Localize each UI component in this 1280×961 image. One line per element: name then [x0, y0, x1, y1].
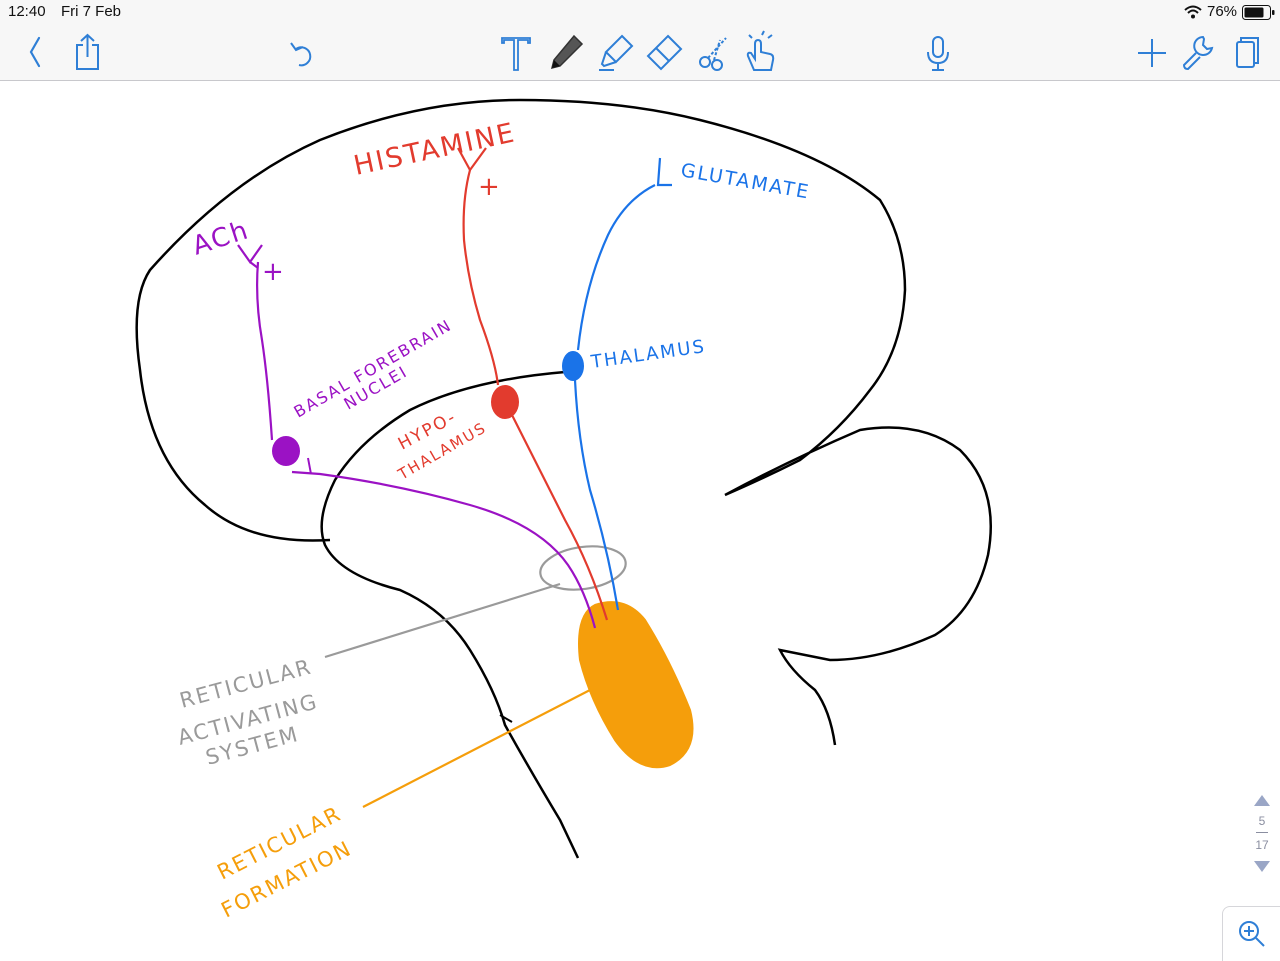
- hypothalamus-dot: [491, 385, 519, 419]
- plus-icon[interactable]: [1130, 30, 1174, 74]
- ach-pathway: [257, 262, 595, 628]
- note-canvas[interactable]: ACh + HISTAMINE + GLUTAMATE BASAL FOREBR…: [0, 81, 1280, 960]
- label-histamine-plus: +: [478, 172, 502, 202]
- microphone-icon[interactable]: [916, 30, 960, 74]
- highlighter-tool-icon[interactable]: [594, 30, 638, 74]
- toolbar: [0, 24, 1280, 81]
- ras-pointer: [325, 584, 560, 657]
- back-icon[interactable]: [12, 30, 56, 74]
- brain-diagram: ACh + HISTAMINE + GLUTAMATE BASAL FOREBR…: [0, 81, 1280, 960]
- zoom-button[interactable]: [1222, 906, 1280, 961]
- glutamate-terminal: [658, 158, 672, 185]
- wifi-icon: [1184, 5, 1202, 24]
- label-thalamus: THALAMUS: [589, 336, 708, 373]
- page-total: 17: [1250, 838, 1274, 852]
- undo-icon[interactable]: [280, 30, 324, 74]
- thalamus-dot: [562, 351, 584, 381]
- pen-tool-icon[interactable]: [544, 30, 588, 74]
- page-current: 5: [1250, 814, 1274, 828]
- status-time: 12:40: [8, 3, 46, 20]
- label-basal-forebrain-1: BASAL FOREBRAIN: [291, 315, 456, 421]
- status-bar: 12:40 Fri 7 Feb 76%: [0, 0, 1280, 24]
- wrench-icon[interactable]: [1176, 30, 1220, 74]
- battery-percent: 76%: [1207, 3, 1237, 20]
- status-date: Fri 7 Feb: [61, 3, 121, 20]
- page-indicator: 5 17: [1250, 790, 1274, 880]
- lasso-scissors-icon[interactable]: [692, 30, 736, 74]
- page-divider: [1256, 832, 1268, 833]
- text-tool-icon[interactable]: [494, 30, 538, 74]
- ach-tick: [308, 458, 311, 474]
- page-up-icon[interactable]: [1253, 793, 1271, 807]
- battery-icon: [1242, 5, 1276, 25]
- zoom-in-icon: [1237, 919, 1267, 949]
- rf-pointer: [363, 690, 590, 807]
- page-down-icon[interactable]: [1253, 860, 1271, 874]
- pages-icon[interactable]: [1226, 30, 1270, 74]
- histamine-pathway: [464, 170, 607, 620]
- hand-pointer-icon[interactable]: [740, 30, 784, 74]
- basal-forebrain-dot: [272, 436, 300, 466]
- cerebrum-outline: [137, 100, 991, 745]
- eraser-tool-icon[interactable]: [642, 30, 686, 74]
- share-icon[interactable]: [66, 30, 110, 74]
- label-ach-plus: +: [262, 257, 286, 287]
- reticular-formation-blob: [579, 602, 693, 767]
- label-glutamate: GLUTAMATE: [679, 159, 812, 203]
